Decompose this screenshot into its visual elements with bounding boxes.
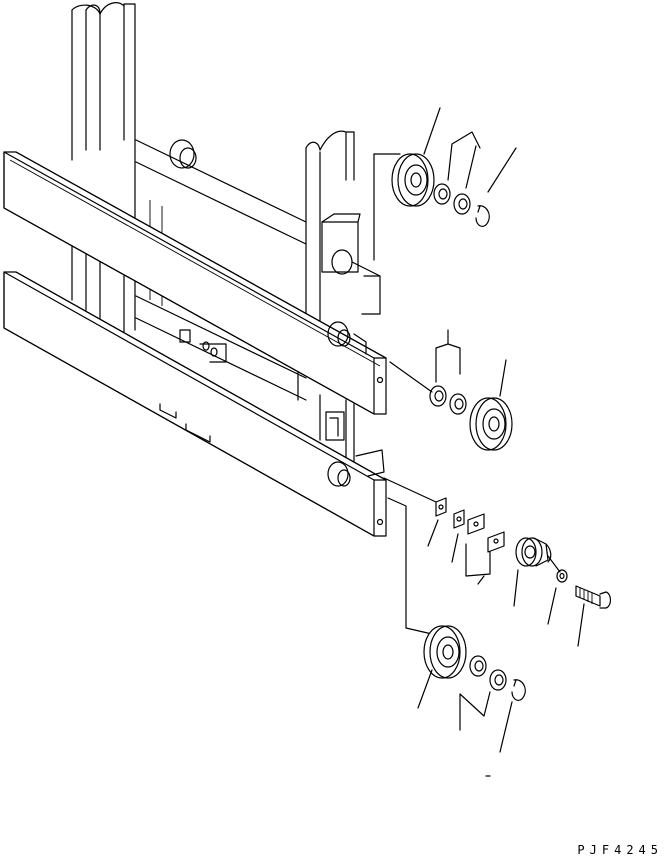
upper-shim-2 [453,193,471,215]
upper-snap-ring [475,205,490,227]
plate-shim-1 [435,497,447,517]
washer [556,569,568,583]
middle-shim-2 [449,393,467,415]
plate-shim-3 [467,513,485,535]
plate-shim-2 [453,509,465,529]
mast-outer-channel-left [71,2,136,336]
upper-roller-group [373,107,517,261]
mast-inner-channel-right [297,130,355,471]
upper-shim-1 [433,183,451,205]
lower-roller-group [387,497,526,777]
side-roller [515,537,552,567]
mast-roller-mid [327,321,367,355]
carriage-plate-upper [3,151,387,415]
lower-roller [423,625,467,679]
drawing-code-label: PJF4245 [577,843,663,857]
mast-bracket-mid [179,329,227,363]
mast-roller-top [169,139,197,169]
carriage-plate-lower [3,271,387,537]
middle-roller-group [389,329,513,451]
middle-shim-1 [429,385,447,407]
middle-roller [469,397,513,451]
lower-snap-ring [511,679,526,701]
mast-bracket-lower [325,411,385,487]
lower-shim-2 [489,669,507,691]
lower-shim-1 [469,655,487,677]
bolt [575,585,612,609]
side-roller-group [383,477,612,647]
mast-bracket-upper [321,213,381,315]
upper-roller [391,153,435,207]
